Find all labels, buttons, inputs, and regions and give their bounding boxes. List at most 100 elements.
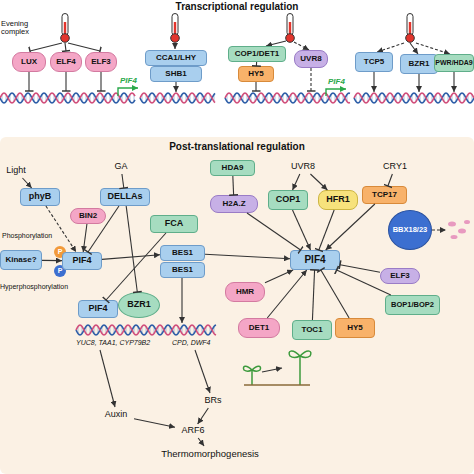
inhibition-connector [126, 206, 137, 292]
strand [140, 93, 215, 103]
factor-label: GA [110, 160, 132, 174]
protein-box: HY5 [335, 318, 375, 338]
seedling [243, 351, 310, 385]
node-text: H2A.Z [222, 200, 245, 208]
inhibition-connector [340, 265, 380, 273]
protein-box: BZR1 [400, 54, 438, 74]
node-text: GA [114, 162, 127, 171]
node-text: COP1 [276, 195, 301, 204]
strand [0, 93, 135, 103]
annotation: Hyperphosphorylation [0, 283, 80, 291]
annotation: PIF4 [328, 78, 358, 87]
annotation: YUC8, TAA1, CYP79B2 [76, 339, 171, 347]
node-text: PIF4 [304, 255, 325, 266]
protein-box: HDA9 [210, 160, 255, 176]
annotation: P [54, 246, 66, 258]
strand [76, 325, 216, 335]
dna-helix [0, 93, 135, 103]
protein-box: UVR8 [294, 50, 328, 68]
node-text: HFR1 [326, 195, 350, 204]
activation-connector [22, 178, 31, 188]
node-text: DELLAs [107, 192, 142, 201]
annotation: P [54, 265, 66, 277]
node-text: phyB [29, 192, 52, 201]
node-text: ELF4 [56, 58, 76, 66]
strand [354, 93, 474, 103]
activation-connector [46, 206, 76, 252]
dna-helix [225, 93, 350, 103]
inhibition-connector [106, 233, 166, 300]
activation-connector [102, 255, 160, 260]
protein-box: COP1 [268, 190, 308, 210]
activation-connector [198, 438, 204, 446]
protein-box: TCP5 [355, 52, 393, 72]
strand [140, 93, 215, 103]
node-text: BES1 [172, 249, 193, 257]
node-text: HDA9 [222, 164, 244, 172]
protein-box: PIF4 [62, 252, 102, 270]
node-text: TCP5 [364, 58, 384, 66]
factor-label: Thermomorphogenesis [150, 446, 270, 462]
strand [225, 93, 350, 103]
protein-box: TCP17 [362, 186, 407, 204]
regulation-line [29, 41, 454, 407]
node-text: ELF3 [390, 272, 410, 280]
protein-box: SHB1 [150, 66, 202, 82]
protein-box: PWR/HDA9 [434, 54, 474, 72]
annotation: CPD, DWF4 [172, 339, 222, 347]
factor-label: BRs [200, 394, 226, 408]
protein-box: BES1 [160, 245, 205, 261]
node-text: BOP1/BOP2 [391, 301, 434, 309]
node-text: SHB1 [165, 70, 186, 78]
protein-box: FCA [150, 215, 198, 233]
node-text: CRY1 [383, 162, 407, 171]
protein-box: HFR1 [318, 190, 358, 210]
panel-title: Post-translational regulation [137, 141, 337, 152]
activation-connector [265, 270, 293, 283]
protein-box: PIF4 [78, 300, 118, 318]
node-text: BIN2 [79, 212, 97, 220]
node-text: UVR8 [291, 162, 315, 171]
inhibition-connector [247, 213, 301, 250]
protein-box: BES1 [160, 262, 205, 278]
protein-box: DET1 [238, 318, 280, 338]
activation-connector [293, 210, 311, 250]
protein-box: BBX18/23 [388, 210, 432, 250]
dna-helix [76, 325, 216, 335]
node-text: CCA1/LHY [156, 54, 196, 62]
node-text: TOC1 [301, 326, 322, 334]
node-text: BZR1 [127, 300, 151, 309]
inhibition-connector [232, 176, 234, 195]
activation-connector [42, 260, 62, 261]
node-text: TCP17 [372, 191, 397, 199]
activation-connector [205, 254, 290, 258]
annotation: PIF4 [120, 77, 150, 86]
activation-connector [267, 270, 307, 318]
node-text: HY5 [248, 70, 264, 78]
dna-helix [354, 93, 474, 103]
protein-box: COP1/DET1 [228, 46, 286, 62]
inhibition-connector [388, 174, 393, 186]
annotation: Evening complex [1, 20, 37, 37]
inhibition-connector [319, 210, 334, 250]
protein-box: BOP1/BOP2 [385, 295, 440, 315]
protein-box: Kinase? [0, 250, 42, 270]
strand [225, 93, 350, 103]
node-text: Thermomorphogenesis [161, 449, 259, 459]
node-text: HMR [236, 288, 254, 296]
node-text: PIF4 [72, 256, 91, 265]
activation-connector [310, 174, 327, 190]
protein-box: PIF4 [290, 250, 340, 270]
protein-box: HY5 [238, 66, 274, 82]
inhibition-connector [88, 206, 119, 252]
protein-box: BZR1 [118, 292, 160, 318]
protein-box: DELLAs [100, 188, 150, 206]
activation-connector [326, 204, 375, 250]
annotation: Phosphorylation [2, 232, 62, 240]
node-text: DET1 [249, 324, 269, 332]
dna-strand [0, 93, 474, 335]
dna-helix [140, 93, 215, 103]
node-text: UVR8 [300, 55, 321, 63]
protein-box: HMR [225, 282, 265, 302]
